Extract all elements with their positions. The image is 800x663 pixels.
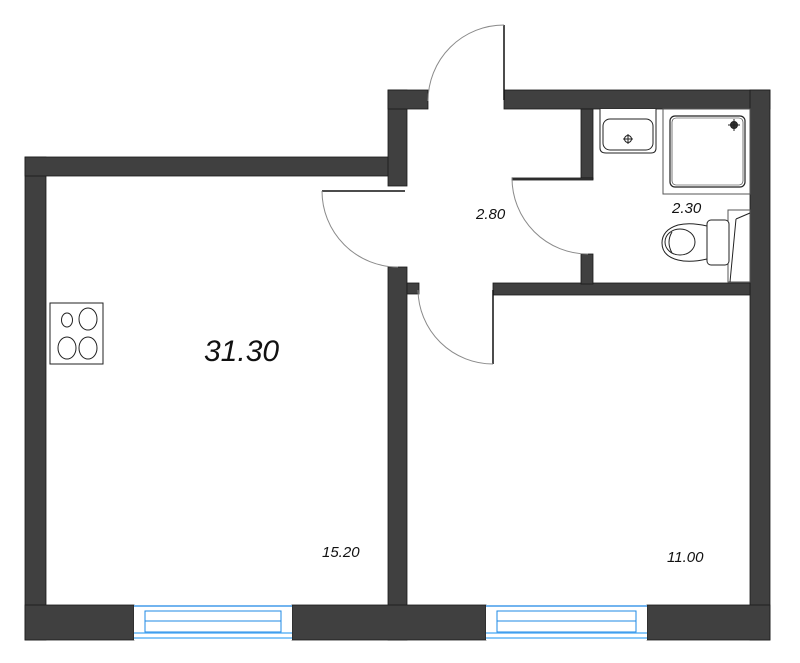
wall-bottom-1 [24, 604, 135, 641]
total-area-label: 31.30 [204, 335, 279, 368]
wall-middle-lower [387, 266, 408, 641]
wall-left-exterior [24, 156, 47, 641]
washbasin-icon [599, 109, 657, 154]
wall-bathroom-divider-upper [580, 108, 594, 180]
wall-bottom-2 [291, 604, 487, 641]
wall-bedroom-door-stub [406, 282, 420, 295]
stove-icon [49, 302, 104, 365]
toilet-icon [661, 209, 751, 283]
entrance-door-arc [427, 24, 505, 102]
wall-bathroom-door-top-stub [511, 177, 594, 181]
shower-tray-icon [662, 108, 751, 195]
kitchen-door-arc [321, 190, 399, 268]
bathroom-area-label: 2.30 [671, 200, 702, 217]
wall-top-right-of-entrance [503, 89, 771, 110]
bedroom-area-label: 11.00 [667, 549, 704, 566]
bedroom-door-arc [417, 289, 494, 365]
bedroom-window [486, 605, 647, 640]
wall-bottom-3 [646, 604, 771, 641]
wall-right-exterior [749, 89, 771, 641]
wall-bedroom-top [492, 282, 751, 296]
bathroom-door-arc [511, 177, 589, 255]
door-arcs [321, 24, 589, 365]
walls [24, 89, 771, 641]
wall-top-left-of-entrance [387, 89, 429, 110]
wall-kitchen-top [24, 156, 406, 177]
hallway-area-label: 2.80 [475, 206, 506, 223]
door-frames [322, 25, 505, 364]
kitchen-window [134, 605, 292, 640]
wall-bathroom-divider-lower [580, 253, 594, 285]
kitchen-living-room-area-label: 15.20 [322, 544, 360, 561]
